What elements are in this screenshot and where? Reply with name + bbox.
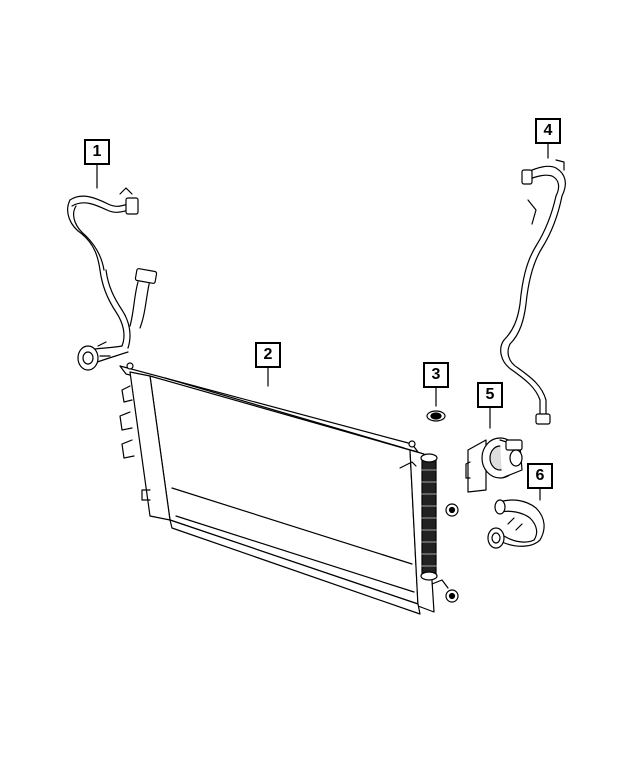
callout-1: 1 — [84, 139, 110, 165]
part-4-hose-assembly — [501, 142, 566, 424]
callout-3: 3 — [423, 362, 449, 388]
part-5-water-pump — [466, 406, 522, 492]
callout-5: 5 — [477, 382, 503, 408]
callout-6: 6 — [527, 463, 553, 489]
part-1-hose-assembly — [68, 163, 157, 370]
part-3-grommet — [427, 386, 445, 421]
part-6-hose — [488, 478, 544, 548]
callout-2: 2 — [255, 342, 281, 368]
part-2-radiator — [120, 363, 458, 614]
callout-4: 4 — [535, 118, 561, 144]
receiver-drier — [421, 454, 437, 580]
